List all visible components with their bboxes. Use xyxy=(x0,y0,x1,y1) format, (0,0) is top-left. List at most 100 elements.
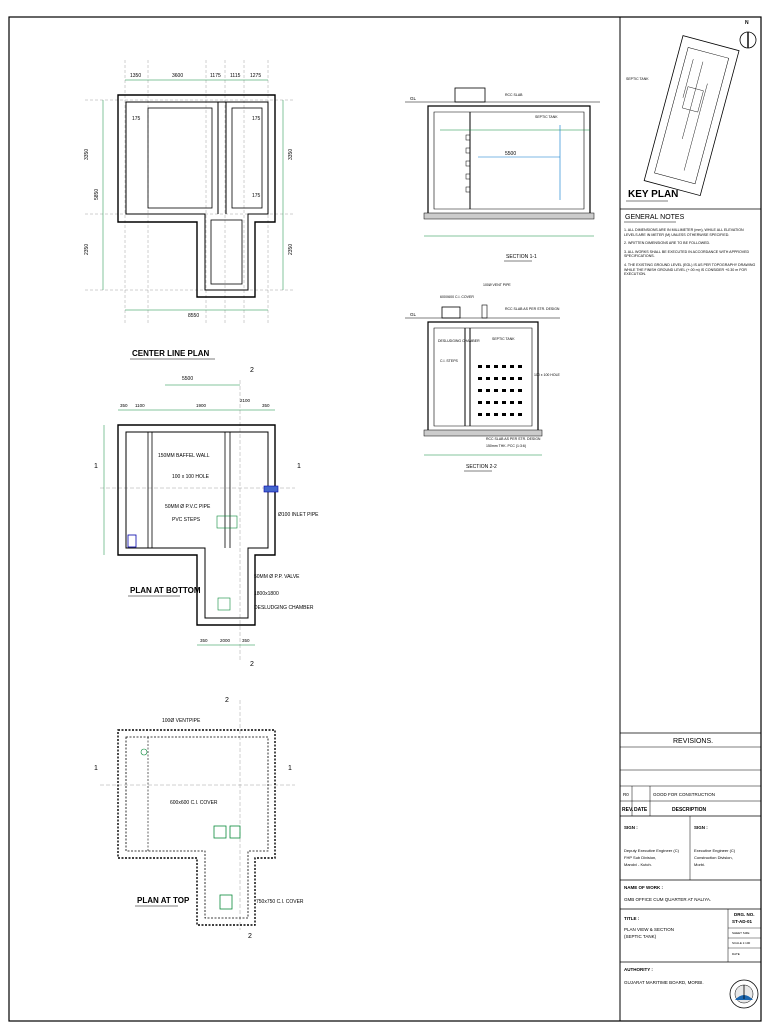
pab-top-dim-1: 350 xyxy=(120,403,128,408)
sec22-pcc: RCC SLAB AS PER STR. DESIGN xyxy=(486,437,541,441)
pab-bottom-dim-3: 350 xyxy=(242,638,250,643)
chamber-size-label: 1800x1800 xyxy=(254,591,279,597)
pvc-pipe-label: 50MM Ø P.V.C PIPE xyxy=(165,504,211,510)
sheet-size-label: SHEET SIZE xyxy=(732,931,749,935)
title-line-1: PLAN VIEW & SECTION xyxy=(624,927,674,932)
section-2-2-title: SECTION 2-2 xyxy=(466,464,497,470)
general-note-1: 1. ALL DIMENSIONS ARE IN MILLIMETER (mm)… xyxy=(624,228,744,237)
sec22-septic: SEPTIC TANK xyxy=(492,337,515,341)
clp-top-dim-4: 1115 xyxy=(230,73,241,79)
hole-grid xyxy=(478,365,522,416)
sign-left-label: SIGN : xyxy=(624,825,638,830)
sec11-gl: GL xyxy=(410,96,417,101)
title-block: REVISIONS. R0 GOOD FOR CONSTRUCTION REV.… xyxy=(620,732,761,1009)
general-note-2: 2. WRITTEN DIMENSIONS ARE TO BE FOLLOWED… xyxy=(624,241,711,246)
pab-top-dim-3: 1900 xyxy=(196,403,207,408)
sec22-gl: GL xyxy=(410,312,417,317)
baffle-wall-label: 150MM BAFFEL WALL xyxy=(158,453,210,459)
sec22-cover: 600X600 C.I. COVER xyxy=(440,295,474,299)
desludging-label: DESLUDGING CHAMBER xyxy=(254,605,314,611)
name-of-work: GMB OFFICE CUM QUARTER AT NALIYA. xyxy=(624,897,711,902)
clp-right-dim-1: 3350 xyxy=(288,149,294,160)
authority-label: AUTHORITY : xyxy=(624,967,653,972)
pab-overall-dim: 5500 xyxy=(182,376,193,382)
center-line-plan: 1350 3600 1175 1115 1275 8550 3350 2350 … xyxy=(84,60,295,360)
sec22-rcc: RCC SLAB AS PER STR. DESIGN xyxy=(505,307,560,311)
pab-bottom-dim-2: 2000 xyxy=(220,638,231,643)
clp-inner-dim-2: 175 xyxy=(252,116,261,122)
rev-header-date: DATE xyxy=(634,807,648,813)
clp-top-dim-1: 1350 xyxy=(130,73,141,79)
clp-top-dim-2: 3600 xyxy=(172,73,183,79)
clp-inner-dim-3: 175 xyxy=(252,193,261,199)
pat-section-mark-top: 2 xyxy=(225,697,229,704)
pab-section-mark-right: 1 xyxy=(297,463,301,470)
rev-row-rev: R0 xyxy=(623,792,629,797)
sec22-steps: C.I. STEPS xyxy=(440,359,459,363)
sec22-hole: 100 x 100 HOLE xyxy=(534,373,561,377)
plan-at-bottom-title: PLAN AT BOTTOM xyxy=(130,586,201,595)
pab-top-dim-2: 1100 xyxy=(135,403,145,408)
title-line-2: (SEPTIC TANK) xyxy=(624,934,657,939)
plan-at-top: 100Ø VENTPIPE 600x600 C.I. COVER 750x750… xyxy=(94,697,304,940)
sec22-pcc2: 150mm THK. PCC (1:3:6) xyxy=(486,444,526,448)
north-label: N xyxy=(745,20,749,26)
inlet-pipe-label: Ø100 INLET PIPE xyxy=(278,512,319,518)
sec11-dim: 5500 xyxy=(505,151,516,157)
drg-no: ST-AD-01 xyxy=(732,919,753,924)
pat-section-mark-right: 1 xyxy=(288,765,292,772)
general-notes: GENERAL NOTES 1. ALL DIMENSIONS ARE IN M… xyxy=(620,208,761,277)
signer-right-2: Construction Division, xyxy=(694,855,733,860)
pat-section-mark-bottom: 2 xyxy=(248,933,252,940)
ci-cover2-label: 750x750 C.I. COVER xyxy=(256,899,304,905)
gmb-logo-icon xyxy=(729,979,759,1009)
name-of-work-label: NAME OF WORK : xyxy=(624,885,663,890)
general-note-3: 3. ALL WORKS SHALL BE EXECUTED IN ACCORD… xyxy=(624,249,750,259)
signer-right-3: Morbi. xyxy=(694,862,705,867)
signer-left-2: FHP Sub Division, xyxy=(624,855,656,860)
north-arrow-icon: N xyxy=(739,20,757,49)
pab-bottom-dim-1: 350 xyxy=(200,638,208,643)
signer-left-3: Mandvi - Kutch. xyxy=(624,862,652,867)
rev-header-rev: REV. xyxy=(622,807,634,813)
clp-inner-dim-1: 175 xyxy=(132,116,141,122)
clp-top-dim-3: 1175 xyxy=(210,73,221,79)
pvc-steps-label: PVC STEPS xyxy=(172,517,201,523)
key-plan-title: KEY PLAN xyxy=(628,189,678,200)
section-1-1-title: SECTION 1-1 xyxy=(506,254,537,260)
general-note-4: 4. THE EXISTING GROUND LEVEL (EGL) IS AS… xyxy=(624,262,756,277)
signer-right-1: Executive Engineer (C) xyxy=(694,848,736,853)
clp-bottom-dim: 8550 xyxy=(188,313,199,319)
section-2-2: GL 600X600 C.I. COVER 100Ø VENT PIPE RCC… xyxy=(405,283,561,472)
sec22-desludging: DESLUDGING CHAMBER xyxy=(438,339,480,343)
pab-section-mark-left: 1 xyxy=(94,463,98,470)
pab-top-dim-5: 350 xyxy=(262,403,270,408)
key-plan: SEPTIC TANK N KEY PLAN xyxy=(626,20,757,202)
key-plan-septic-label: SEPTIC TANK xyxy=(626,77,649,81)
sec22-vent: 100Ø VENT PIPE xyxy=(483,283,511,287)
center-line-plan-title: CENTER LINE PLAN xyxy=(132,349,210,358)
pp-valve-label: 50MM Ø P.P. VALVE xyxy=(254,574,300,580)
general-notes-heading: GENERAL NOTES xyxy=(625,214,685,221)
revisions-heading: REVISIONS. xyxy=(673,738,713,745)
rev-row-desc: GOOD FOR CONSTRUCTION xyxy=(653,792,715,797)
rev-header-desc: DESCRIPTION xyxy=(672,807,707,813)
date-label: DATE xyxy=(732,952,740,956)
pab-top-dim-4: 2100 xyxy=(240,398,251,403)
authority: GUJARAT MARITIME BOARD, MORBI. xyxy=(624,980,704,985)
sign-right-label: SIGN : xyxy=(694,825,708,830)
vent-pipe-label: 100Ø VENTPIPE xyxy=(162,718,201,724)
section-1-1: GL 5500 SEPTIC TANK RCC SLAB SECTION 1-1 xyxy=(405,87,600,262)
clp-left-dim-2: 2350 xyxy=(84,244,90,255)
pab-section-mark-top: 2 xyxy=(250,367,254,374)
clp-right-dim-2: 2350 xyxy=(288,244,294,255)
clp-left-dim-1: 3350 xyxy=(84,149,90,160)
pab-section-mark-bottom: 2 xyxy=(250,661,254,668)
hole-label: 100 x 100 HOLE xyxy=(172,474,210,480)
drg-no-label: DRG. NO. xyxy=(734,912,755,917)
clp-top-dim-5: 1275 xyxy=(250,73,261,79)
plan-at-bottom: 5500 350 1100 1900 2100 350 150MM BAFFEL… xyxy=(94,367,319,668)
pat-section-mark-left: 1 xyxy=(94,765,98,772)
ci-cover-label: 600x600 C.I. COVER xyxy=(170,800,218,806)
